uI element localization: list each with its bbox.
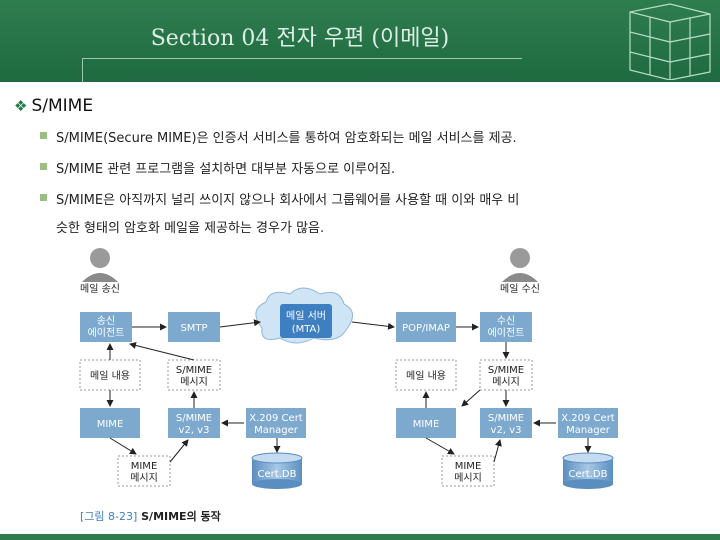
section-heading: ❖S/MIME [14,96,94,116]
mime-box [80,408,140,438]
header-rule [82,58,522,59]
bullet-item: S/MIME은 아직까지 널리 쓰이지 않으나 회사에서 그룹웨어를 사용할 때… [40,189,696,208]
smime-v-box-right [480,408,532,438]
mime-message-label: MIME [131,461,158,472]
pop-imap-box [396,312,456,342]
receive-agent-label: 수신 [497,315,515,327]
building-blocks-logo [629,3,711,80]
receive-agent-label-2: 에이전트 [488,327,525,339]
receiver-person-icon [502,248,538,282]
bullet-item: S/MIME(Secure MIME)은 인증서 서비스를 통하여 암호화되는 … [40,127,696,146]
sender-person-icon [82,248,118,282]
smime-v-label-2: v2, v3 [179,425,210,436]
mime-label: MIME [97,419,124,430]
square-bullet-icon [40,132,47,139]
smime-message-label-right: S/MIME [488,365,524,376]
smime-message-label-right-2: 메시지 [492,376,520,388]
smime-message-label: S/MIME [176,365,212,376]
cert-db-cylinder-right [562,452,614,489]
smime-message-box [167,359,221,391]
square-bullet-icon [40,194,47,201]
sender-label: 메일 송신 [80,283,120,295]
cert-manager-label-right-2: Manager [566,425,611,436]
cert-db-label-right: Cert.DB [569,469,608,480]
smime-diagram: 메일 송신 메일 수신 메일 서버 (MTA) 송신 에이전트 SMTP 메일 … [79,248,618,523]
mime-message-label-right: MIME [455,461,482,472]
square-bullet-icon [40,163,47,170]
cert-manager-box-right [558,408,618,438]
smime-v-label: S/MIME [176,413,212,424]
pop-imap-label: POP/IMAP [402,323,450,334]
smime-v-box [168,408,220,438]
receive-agent-box [480,312,532,342]
cert-manager-label-right: X.209 Cert [561,413,615,424]
diamond-bullet-icon: ❖ [14,97,28,115]
cert-manager-label: X.209 Cert [249,413,303,424]
smime-message-box-right [479,359,533,391]
header-bar: Section 04 전자 우편 (이메일) [0,0,720,82]
mail-server-cloud [255,287,353,344]
bullet-item: S/MIME 관련 프로그램을 설치하면 대부분 자동으로 이루어짐. [40,158,696,177]
bottom-bar [0,534,720,540]
figure-caption: [그림 8-23] S/MIME의 동작 [80,509,221,523]
smtp-label: SMTP [180,323,207,334]
mime-label-right: MIME [413,419,440,430]
mime-message-box [117,455,171,487]
smime-v-label-right-2: v2, v3 [491,425,522,436]
send-agent-box [80,312,132,342]
smime-v-label-right: S/MIME [488,413,524,424]
receiver-label: 메일 수신 [500,283,540,295]
cert-manager-label-2: Manager [254,425,299,436]
cert-manager-box [246,408,306,438]
cert-db-cylinder [251,452,303,489]
mime-message-label-2: 메시지 [130,472,158,484]
cert-db-label: Cert.DB [258,469,297,480]
smime-message-label-2: 메시지 [180,376,208,388]
mta-label: 메일 서버 [286,310,326,322]
mail-content-box-right [395,359,457,391]
send-agent-label-2: 에이전트 [88,327,125,339]
send-agent-label: 송신 [97,315,115,327]
mail-content-label-right: 메일 내용 [406,370,446,382]
mime-box-right [396,408,456,438]
mime-message-label-right-2: 메시지 [454,472,482,484]
bullet-continuation: 슷한 형태의 암호화 메일을 제공하는 경우가 많음. [56,221,325,236]
mail-content-label: 메일 내용 [90,370,130,382]
page-title: Section 04 전자 우편 (이메일) [150,26,450,51]
header-rule-vertical [82,58,83,82]
mta-sub-label: (MTA) [292,324,321,335]
mime-message-box-right [441,455,495,487]
smtp-box [168,312,220,342]
